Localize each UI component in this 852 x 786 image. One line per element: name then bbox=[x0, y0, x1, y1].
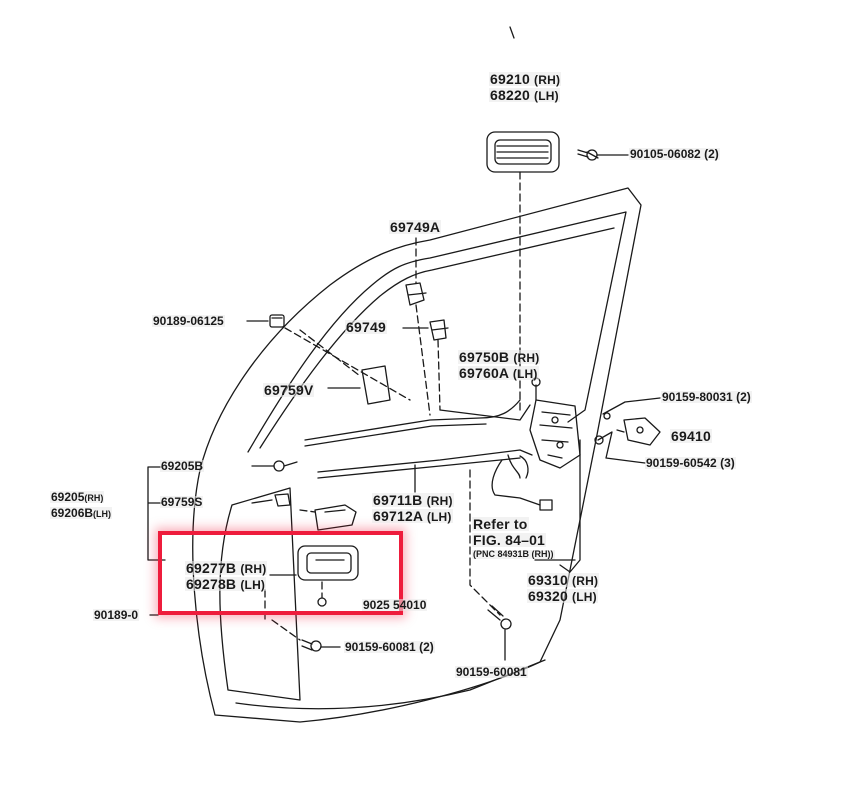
label-69759v: 69759V bbox=[263, 382, 315, 398]
label-69760a: 69760A (LH) bbox=[458, 365, 539, 381]
outside-handle bbox=[486, 131, 560, 173]
rod-69711b bbox=[317, 449, 533, 473]
screw-icon-60081 bbox=[487, 605, 512, 661]
label-69712a: 69712A (LH) bbox=[372, 508, 453, 524]
screw-icon-60081-2 bbox=[301, 639, 341, 652]
label-90189-06125: 90189-06125 bbox=[152, 314, 225, 328]
label-69759s: 69759S bbox=[160, 495, 204, 509]
label-69310: 69310 (RH) bbox=[527, 572, 600, 588]
label-68220: 68220 (LH) bbox=[489, 87, 560, 103]
striker-69410 bbox=[623, 417, 661, 446]
label-69278b: 69278B (LH) bbox=[185, 576, 267, 592]
label-69711b: 69711B (RH) bbox=[372, 492, 454, 508]
window-frame-inner bbox=[247, 211, 627, 453]
label-90105: 90105-06082 (2) bbox=[629, 147, 720, 161]
inside-lever-bracket bbox=[314, 504, 357, 531]
refer-to-line3: (PNC 84931B (RH)) bbox=[472, 549, 555, 559]
label-69210: 69210 (RH) bbox=[489, 71, 562, 87]
refer-to-line2: FIG. 84–01 bbox=[472, 532, 547, 548]
label-69205b: 69205B bbox=[160, 459, 205, 473]
label-69206b: 69206B(LH) bbox=[50, 506, 113, 520]
label-69749a: 69749A bbox=[389, 219, 442, 235]
label-90189-0: 90189-0 bbox=[93, 608, 140, 622]
label-69750b: 69750B (RH) bbox=[458, 349, 541, 365]
door-lock-assembly bbox=[529, 399, 581, 469]
label-69749: 69749 bbox=[345, 319, 387, 335]
clip-69759s bbox=[274, 493, 291, 507]
rod-upper-1 bbox=[304, 399, 521, 441]
inside-handle bbox=[297, 545, 359, 607]
window-frame-inner-2 bbox=[259, 227, 615, 449]
clip-90189-06125 bbox=[269, 314, 285, 328]
label-69320: 69320 (LH) bbox=[527, 588, 598, 604]
label-69205: 69205(RH) bbox=[50, 490, 105, 504]
bolt-69205b bbox=[273, 460, 298, 472]
block-69759v bbox=[361, 365, 391, 405]
label-90159-60081: 90159-60081 bbox=[455, 665, 528, 679]
label-9025-54010: 9025 54010 bbox=[362, 598, 428, 612]
highlight-box bbox=[158, 531, 403, 615]
label-90159-80031: 90159-80031 (2) bbox=[661, 390, 752, 404]
door-frame-outer bbox=[192, 187, 642, 723]
refer-to-line1: Refer to bbox=[472, 516, 529, 532]
door-bottom-edge bbox=[235, 659, 546, 710]
label-69277b: 69277B (RH) bbox=[185, 560, 268, 576]
clip-69749a bbox=[405, 282, 427, 306]
clip-69749 bbox=[429, 319, 449, 341]
screw-icon bbox=[577, 149, 629, 161]
stray-mark bbox=[509, 26, 515, 39]
label-69410: 69410 bbox=[670, 428, 712, 444]
rod-upper-2 bbox=[304, 423, 487, 447]
label-90159-60542: 90159-60542 (3) bbox=[645, 456, 736, 470]
label-90159-60081-2: 90159-60081 (2) bbox=[344, 640, 435, 654]
